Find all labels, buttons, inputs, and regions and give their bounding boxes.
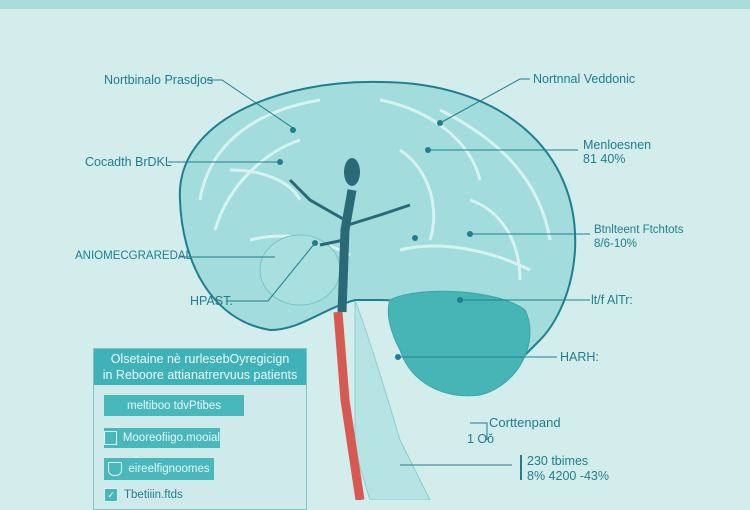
corr-value: 1 Oǒ	[467, 432, 495, 446]
blood-vessel	[333, 311, 365, 500]
nerve-tree	[288, 178, 411, 313]
label-left-4: HPAST.	[190, 294, 233, 308]
panel-item-2-label: Mooreofiigo.mooial	[122, 432, 220, 444]
label-left-1: Nortbinalo Prasdjos	[104, 73, 214, 87]
edit-icon	[104, 431, 117, 445]
label-right-5: HARH:	[560, 350, 599, 364]
label-right-3: Btnlteent Ftchtots 8/6-10%	[594, 223, 684, 251]
panel-item-4-label: Tbetiiin.ftds	[124, 489, 183, 501]
stat-title: 230 tbimes	[527, 454, 589, 468]
panel-item-3-label: eireelfignoomes	[128, 463, 210, 475]
panel-title-line1: Olsetaine nè rurlesebOyregicign	[110, 352, 290, 366]
panel-item-1[interactable]: meltiboo tdvPtibes	[104, 395, 244, 416]
panel-item-1-label: meltiboo tdvPtibes	[127, 399, 221, 412]
panel-title-line2: in Reboore attianatrervuus patients	[102, 368, 298, 382]
top-bar	[0, 0, 750, 9]
marker-dots	[277, 120, 473, 360]
label-right-3-value: 8/6-10%	[594, 238, 637, 250]
stat-value: 8% 4200 -43%	[527, 469, 610, 483]
leader-lines	[168, 78, 590, 480]
panel-item-2[interactable]: Mooreofiigo.mooial	[104, 428, 220, 448]
shield-icon	[108, 462, 123, 476]
label-right-2-value: 81 40%	[583, 152, 626, 166]
label-right-4: lt/f AlTr:	[591, 293, 633, 307]
label-right-2: Menloesnen 81 40%	[583, 138, 651, 166]
corr-title: Corttenpand	[489, 415, 561, 430]
info-panel: Olsetaine nè rurlesebOyregicign in Reboo…	[93, 348, 307, 510]
label-left-2: Cocadth BrDKL	[85, 155, 172, 169]
panel-header: Olsetaine nè rurlesebOyregicign in Reboo…	[94, 349, 306, 385]
label-left-3: ANIOMECGRAREDAL	[75, 250, 192, 262]
panel-item-3[interactable]: eireelfignoomes	[104, 458, 214, 480]
label-right-3-title: Btnlteent Ftchtots	[594, 224, 684, 236]
label-right-1: Nortnnal Veddonic	[533, 72, 636, 86]
label-right-2-title: Menloesnen	[583, 138, 652, 152]
temporal-lobe	[259, 234, 341, 306]
cerebellum	[387, 290, 531, 397]
nerve-bulb	[344, 158, 360, 186]
brain-stem	[354, 299, 431, 500]
